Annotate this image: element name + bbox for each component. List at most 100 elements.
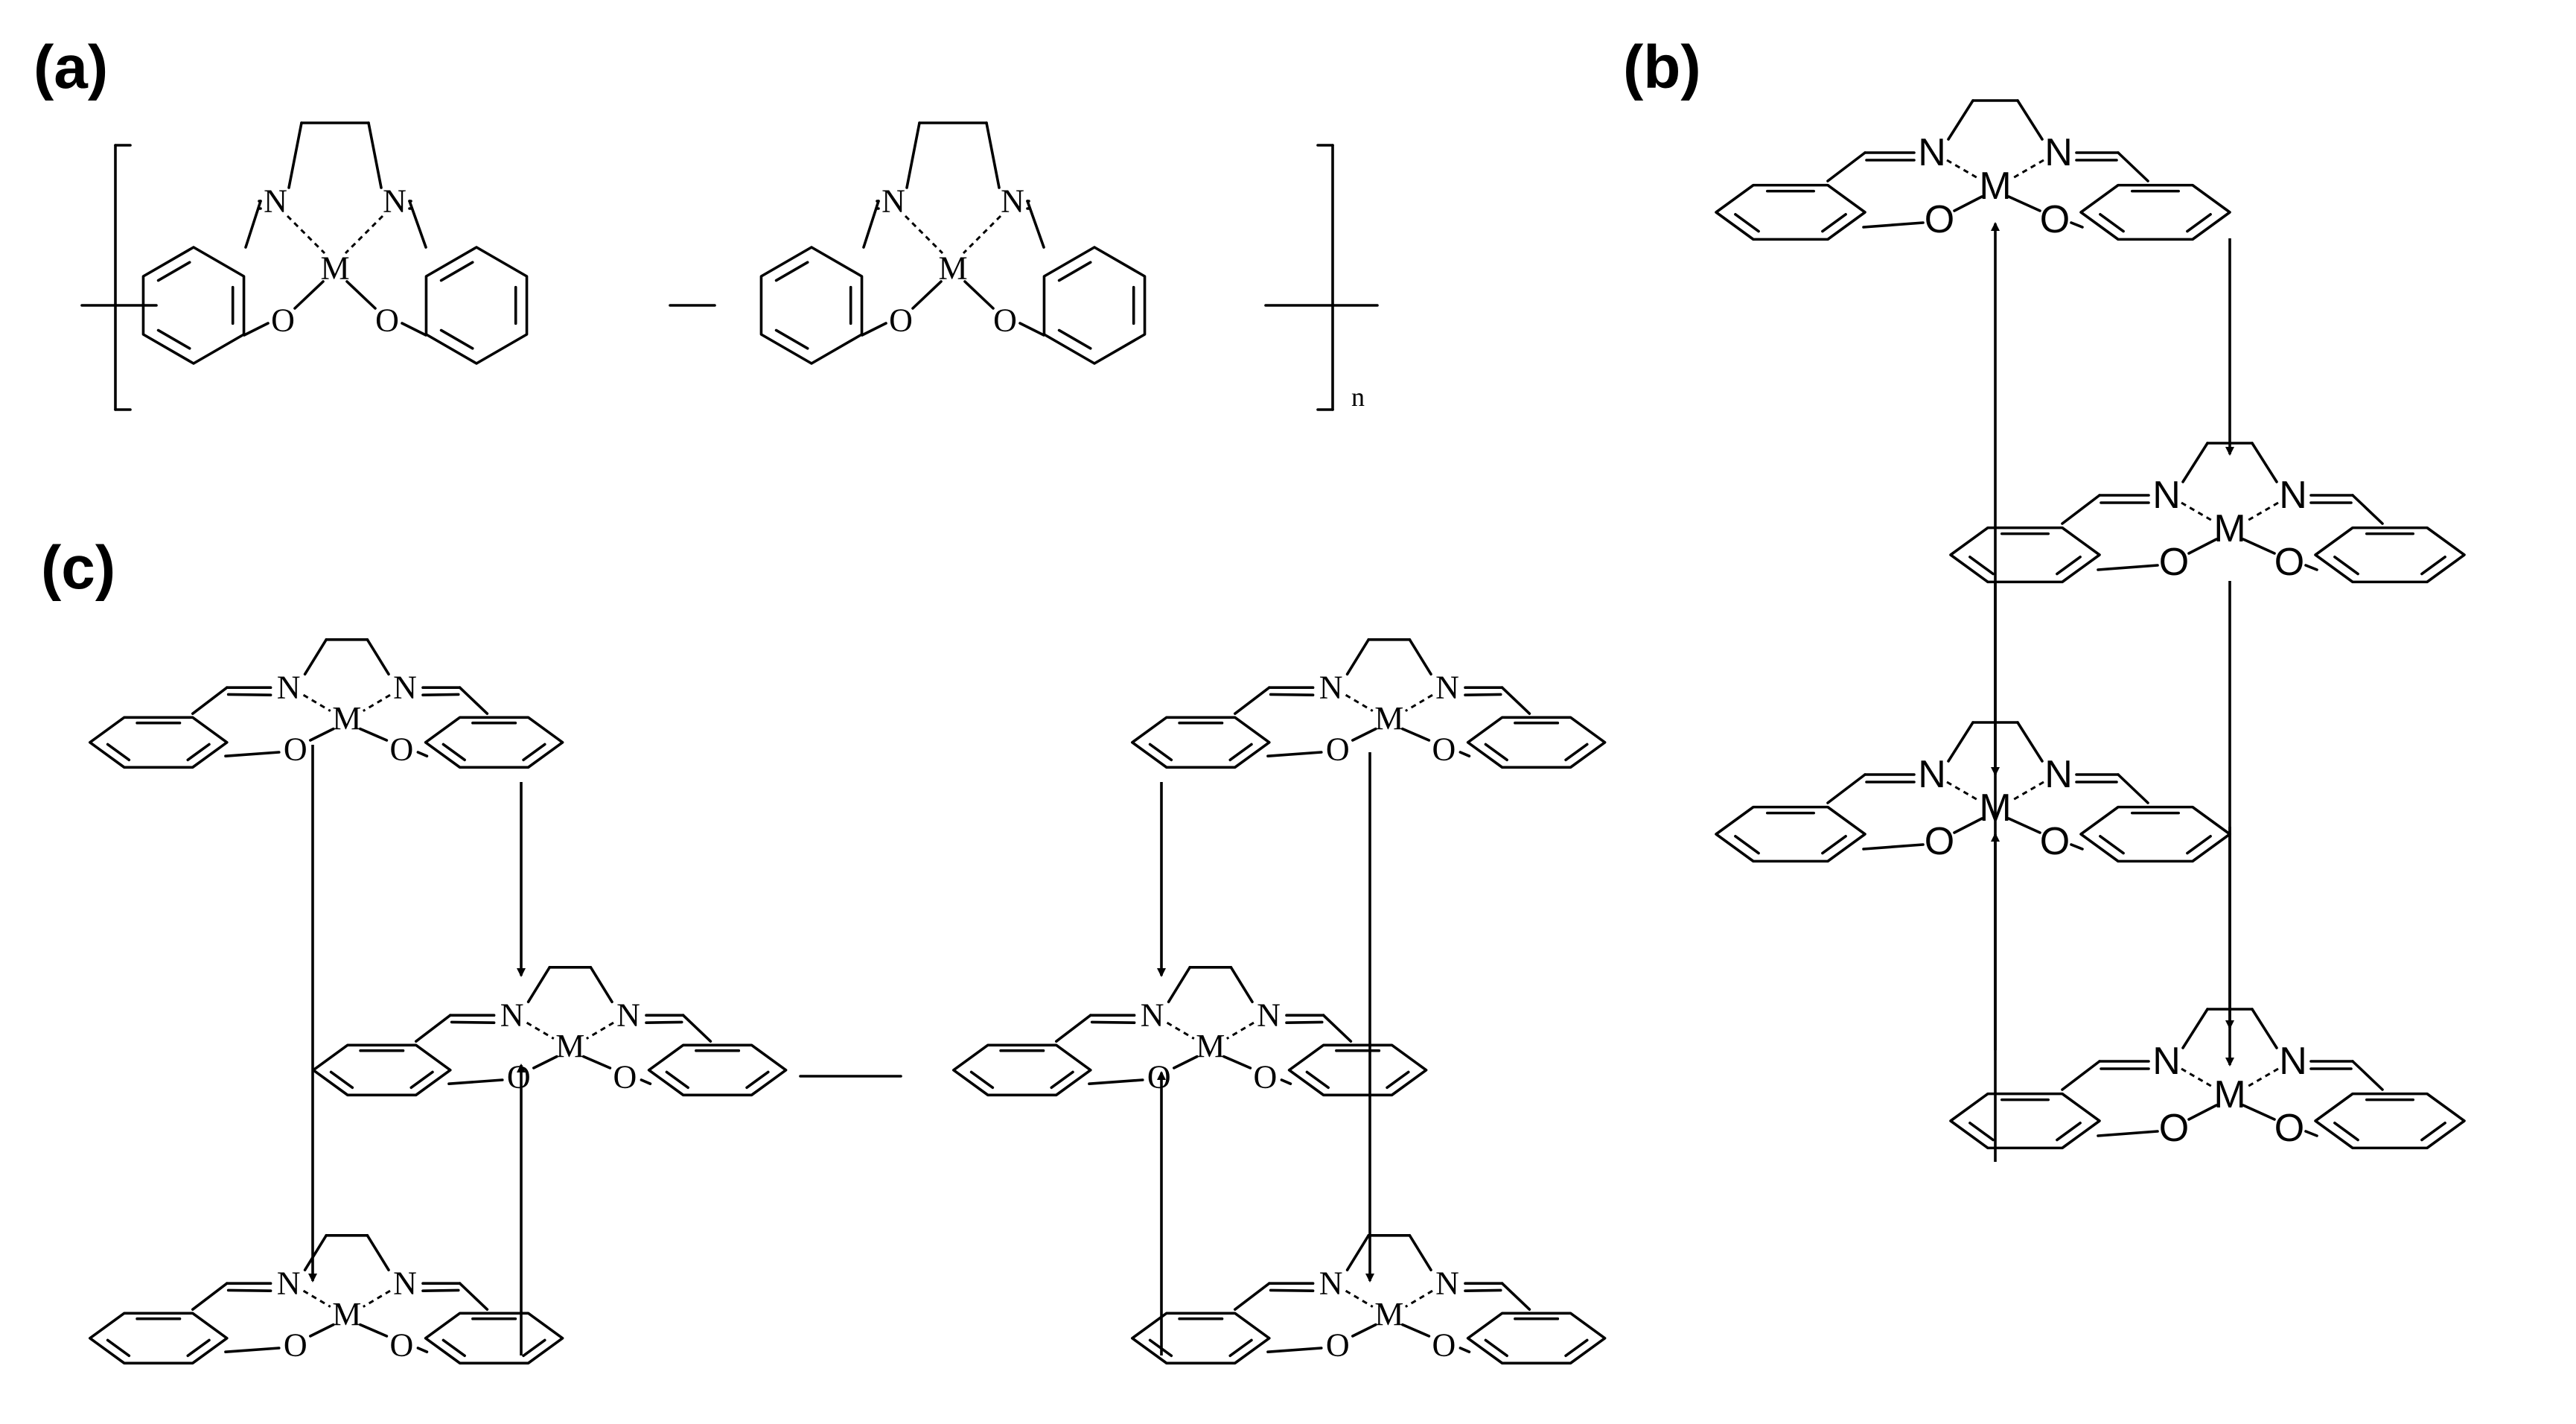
coordination-bond: [526, 1021, 555, 1040]
nitrogen-atom: N: [2152, 474, 2181, 517]
nitrogen-atom: N: [1141, 997, 1164, 1034]
bond-line: [861, 322, 887, 337]
coordination-bond: [904, 214, 944, 255]
benzene-ring: [2079, 805, 2231, 863]
double-bond-line: [2420, 556, 2446, 576]
bond-line: [1826, 773, 1866, 804]
benzene-ring: [1466, 716, 1607, 769]
benzene-ring: [1466, 1312, 1607, 1365]
double-bond-line: [2186, 835, 2212, 855]
nitrogen-atom: N: [616, 997, 640, 1034]
bond-line: [1464, 693, 1502, 697]
bond-line: [2007, 817, 2041, 834]
bond-line: [1351, 727, 1377, 742]
bond-line: [1947, 99, 1974, 141]
bond-line: [447, 1078, 504, 1085]
double-bond-line: [2333, 1122, 2359, 1142]
bond-line: [1055, 1014, 1092, 1043]
bond-line: [589, 966, 613, 1003]
metal-atom: M: [938, 250, 967, 287]
coordination-bond: [1166, 1021, 1195, 1040]
double-bond-line: [1057, 328, 1092, 350]
coordination-bond: [1405, 1289, 1433, 1308]
nitrogen-atom: N: [2279, 474, 2307, 517]
bond-line: [2304, 564, 2318, 571]
bond-line: [681, 1014, 712, 1043]
nitrogen-atom: N: [1001, 183, 1024, 220]
oxygen-atom: O: [1432, 1327, 1456, 1364]
benzene-ring: [759, 246, 864, 365]
bond-line: [1018, 322, 1045, 337]
double-bond-line: [522, 743, 546, 762]
coordination-bond: [1405, 693, 1433, 712]
bond-line: [1088, 1078, 1144, 1085]
benzene-ring: [1131, 716, 1271, 769]
double-bond-line: [186, 1338, 211, 1358]
coordination-bond: [363, 693, 391, 712]
coordination-bond: [962, 214, 1002, 255]
double-bond-line: [745, 1070, 770, 1090]
bond-line: [2117, 151, 2149, 182]
nitrogen-atom: N: [881, 183, 905, 220]
bond-line: [366, 1234, 390, 1271]
nitrogen-atom: N: [1435, 670, 1459, 706]
double-bond-line: [1734, 835, 1760, 855]
bond-line: [526, 966, 552, 1003]
bond-line: [303, 638, 328, 676]
bond-line: [1408, 638, 1432, 676]
nitrogen-atom: N: [383, 183, 407, 220]
bond-line: [1322, 1014, 1353, 1043]
oxygen-atom: O: [1147, 1059, 1171, 1096]
metal-atom: M: [320, 250, 349, 287]
double-bond-line: [439, 328, 474, 350]
double-bond-line: [774, 261, 809, 282]
double-bond-line: [2056, 556, 2082, 576]
metal-atom: M: [332, 700, 361, 737]
bond-line: [358, 1323, 389, 1338]
metal-atom: M: [332, 1296, 361, 1332]
double-bond-line: [439, 261, 474, 282]
coordination-bond: [1226, 1021, 1254, 1040]
double-bond-line: [409, 1070, 434, 1090]
benzene-ring: [1715, 805, 1866, 863]
oxygen-atom: O: [2040, 198, 2070, 241]
bond-line: [2097, 564, 2159, 571]
nitrogen-atom: N: [1918, 753, 1946, 796]
bond-line: [367, 121, 383, 189]
bond-line: [2351, 1060, 2384, 1091]
bond-line: [1500, 686, 1531, 715]
bond-line: [1269, 1288, 1315, 1292]
bond-line: [2117, 773, 2149, 804]
bond-line: [911, 280, 943, 310]
oxygen-atom: O: [507, 1059, 531, 1096]
double-bond-line: [774, 328, 809, 350]
bond-line: [2242, 538, 2276, 555]
double-bond-line: [2099, 213, 2125, 233]
bond-line: [345, 280, 377, 310]
bond-line: [2187, 538, 2218, 555]
benzene-ring: [1949, 1092, 2101, 1150]
bond-line: [2007, 195, 2041, 212]
bond-line: [416, 751, 429, 758]
bond-line: [408, 200, 427, 249]
benzene-ring: [2079, 183, 2231, 241]
bond-line: [416, 1347, 429, 1353]
nitrogen-atom: N: [1435, 1265, 1459, 1302]
bond-line: [358, 727, 389, 742]
bond-line: [421, 1288, 460, 1292]
oxygen-atom: O: [2159, 541, 2189, 584]
benzene-ring: [141, 246, 246, 365]
benzene-ring: [1042, 246, 1147, 365]
bond-line: [243, 322, 270, 337]
double-bond-line: [106, 743, 131, 762]
double-bond-line: [1968, 556, 1995, 576]
oxygen-atom: O: [1925, 820, 1954, 863]
coordination-bond: [363, 1289, 391, 1308]
bond-line: [2181, 1008, 2209, 1049]
bond-line: [458, 1282, 489, 1311]
bond-line: [191, 686, 229, 715]
